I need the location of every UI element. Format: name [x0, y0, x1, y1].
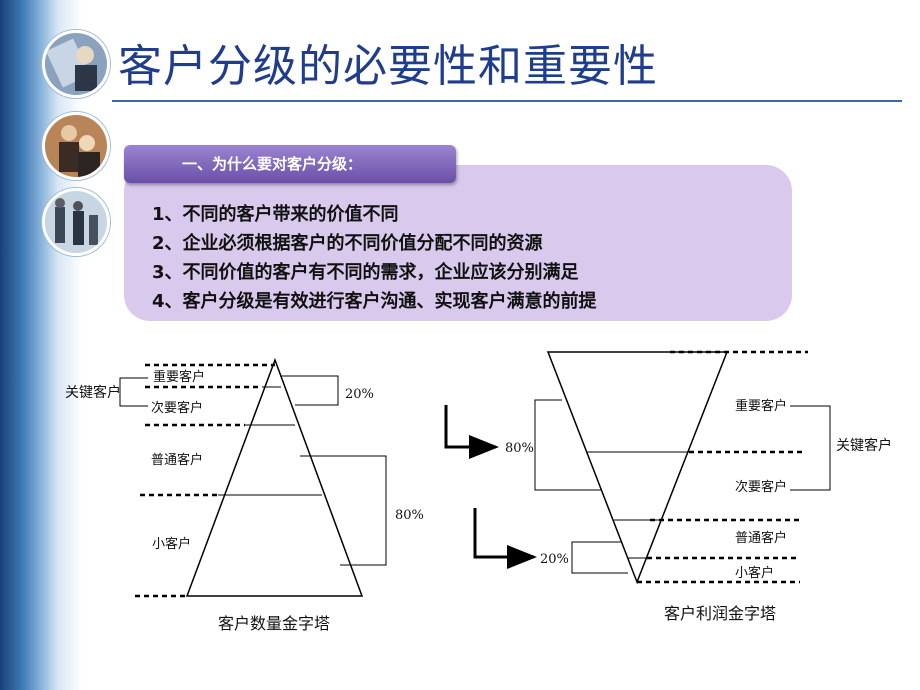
profit-tier-label: 次要客户 [735, 479, 787, 495]
count-pct-bottom: 80% [395, 508, 424, 523]
count-group-label: 关键客户 [65, 384, 121, 401]
profit-pyramid-caption: 客户利润金字塔 [664, 604, 776, 623]
profit-group-label: 关键客户 [836, 437, 892, 454]
profit-tier-label: 小客户 [735, 565, 774, 581]
profit-tier-label: 重要客户 [735, 398, 787, 414]
count-pyramid-caption: 客户数量金字塔 [218, 614, 330, 633]
profit-pct-top: 80% [505, 441, 534, 456]
profit-pyramid-outline [546, 351, 729, 585]
count-top-bracket [280, 375, 339, 406]
count-tier-label: 重要客户 [153, 369, 205, 385]
count-tier-label: 普通客户 [151, 452, 203, 468]
profit-tier-label: 普通客户 [735, 530, 787, 546]
profit-top-bracket [534, 399, 602, 491]
count-group-bracket [119, 377, 148, 407]
business-people-photo-icon [42, 112, 110, 180]
count-tier-label: 次要客户 [151, 400, 203, 416]
arrow-to-profit-20 [473, 508, 537, 569]
portrait-photo-icon [42, 30, 110, 98]
arrow-to-profit-80 [444, 405, 499, 459]
count-bottom-bracket [300, 455, 387, 566]
customer-profit-pyramid [534, 350, 831, 585]
profit-pct-bottom: 20% [540, 552, 569, 567]
section-heading: 一、为什么要对客户分级： [124, 145, 456, 183]
reason-item: 1、不同的客户带来的价值不同 [152, 204, 399, 225]
walking-people-photo-icon [42, 188, 110, 256]
profit-bottom-bracket [571, 541, 628, 574]
page-title: 客户分级的必要性和重要性 [118, 41, 658, 92]
reason-item: 3、不同价值的客户有不同的需求，企业应该分别满足 [152, 262, 579, 283]
count-tier-label: 小客户 [152, 536, 191, 552]
customer-count-pyramid [119, 357, 387, 598]
profit-group-bracket [790, 405, 831, 491]
reason-item: 2、企业必须根据客户的不同价值分配不同的资源 [152, 233, 543, 254]
count-pyramid-outline [185, 357, 364, 597]
title-divider [112, 100, 902, 102]
reasons-panel [124, 165, 792, 321]
count-pct-top: 20% [345, 387, 374, 402]
reasons-list: 1、不同的客户带来的价值不同 2、企业必须根据客户的不同价值分配不同的资源 3、… [152, 200, 597, 316]
reason-item: 4、客户分级是有效进行客户沟通、实现客户满意的前提 [152, 291, 597, 312]
